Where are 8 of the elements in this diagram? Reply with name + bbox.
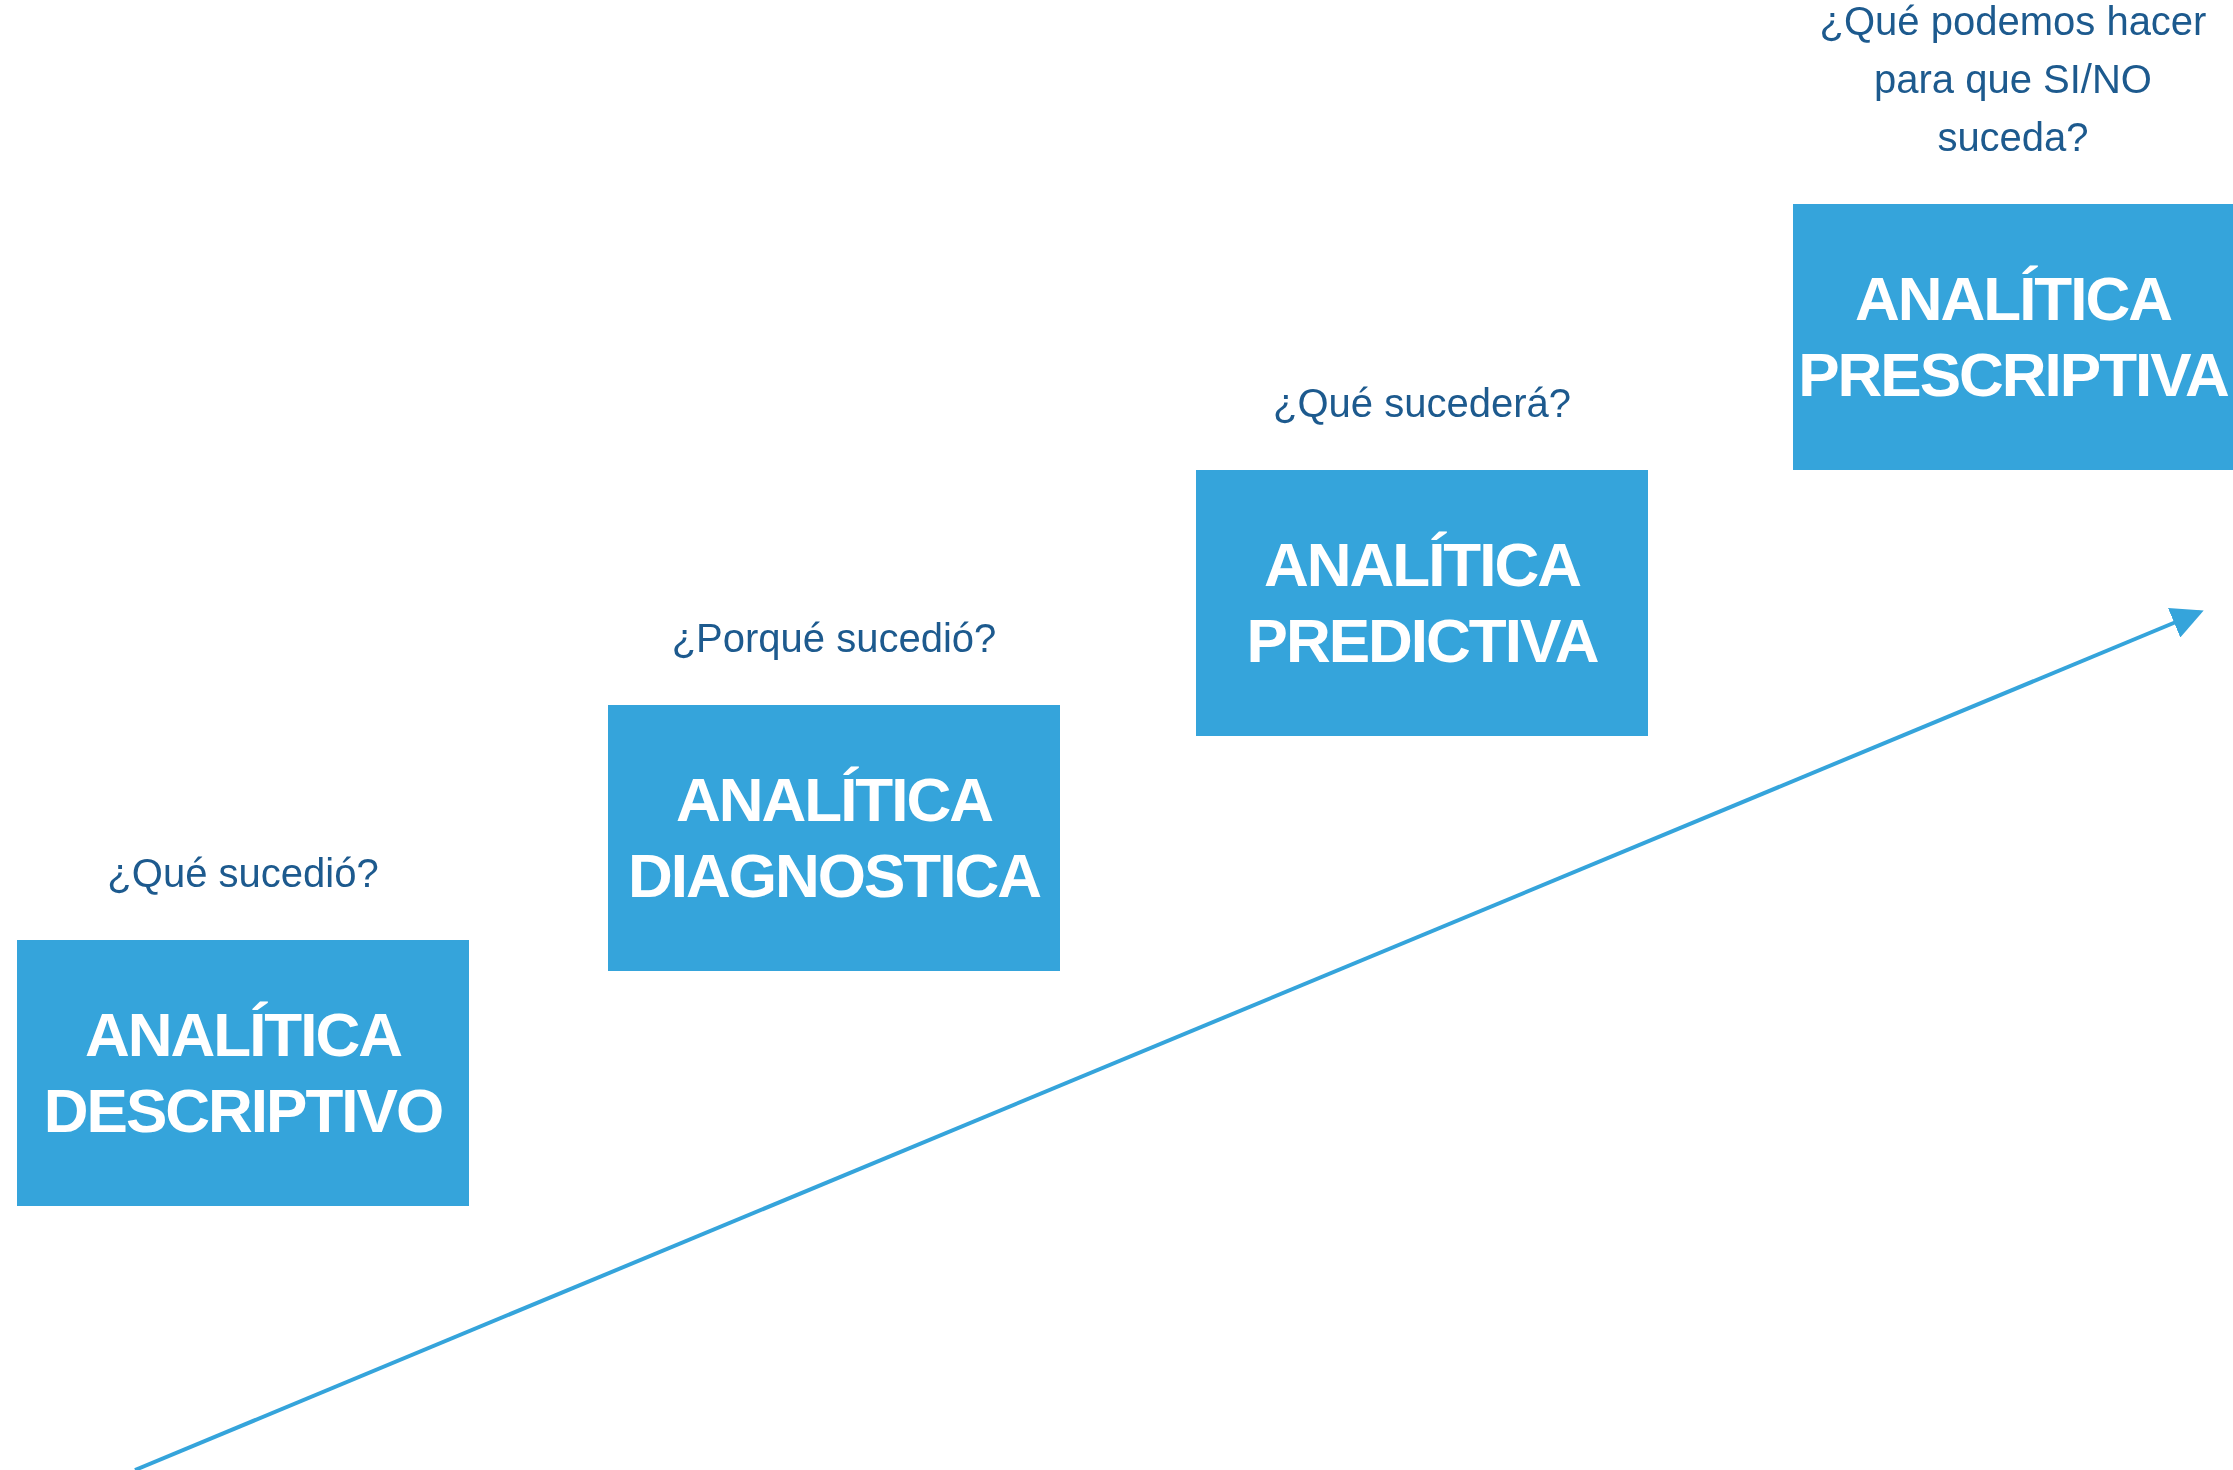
stage-box: ANALÍTICA DESCRIPTIVO: [17, 940, 469, 1206]
stage-box: ANALÍTICA PRESCRIPTIVA: [1793, 204, 2233, 470]
question-text: ¿Qué podemos hacer para que SI/NO suceda?: [1818, 0, 2208, 161]
stage-box: ANALÍTICA PREDICTIVA: [1196, 470, 1648, 736]
question-text: ¿Qué sucedió?: [106, 850, 380, 897]
stage-box: ANALÍTICA DIAGNOSTICA: [608, 705, 1060, 971]
question-text: ¿Porqué sucedió?: [670, 615, 998, 662]
question-text: ¿Qué sucederá?: [1272, 380, 1572, 427]
